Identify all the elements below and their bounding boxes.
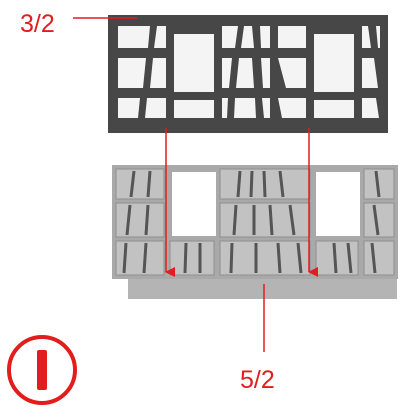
annotations <box>73 17 318 352</box>
timber-frame-part <box>108 15 388 133</box>
circle-bar-icon <box>7 335 77 405</box>
stone-wall-windows <box>172 172 360 236</box>
stone-wall-window-left <box>172 172 216 236</box>
stone-wall-grooves <box>122 170 381 274</box>
timber-frame-panels <box>118 26 380 118</box>
stone-wall-base-plate <box>128 279 397 299</box>
stone-wall-window-right <box>316 172 360 236</box>
stone-wall-part <box>112 165 398 299</box>
bottom-part-label: 5/2 <box>240 366 275 394</box>
top-part-label: 3/2 <box>20 10 55 38</box>
